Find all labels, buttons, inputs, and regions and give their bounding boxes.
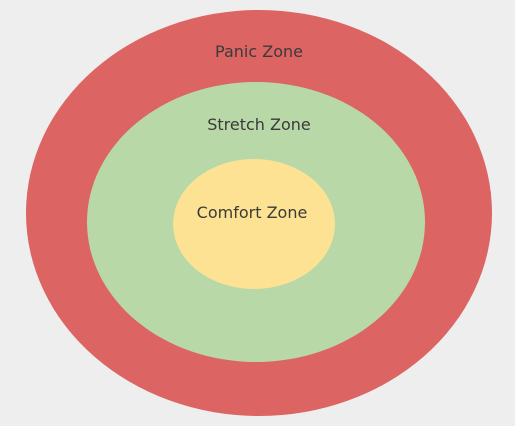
panic-zone-label: Panic Zone <box>215 42 303 61</box>
stretch-zone-label: Stretch Zone <box>207 115 311 134</box>
comfort-zone-label: Comfort Zone <box>197 203 308 222</box>
comfort-zone-ellipse <box>173 159 335 289</box>
